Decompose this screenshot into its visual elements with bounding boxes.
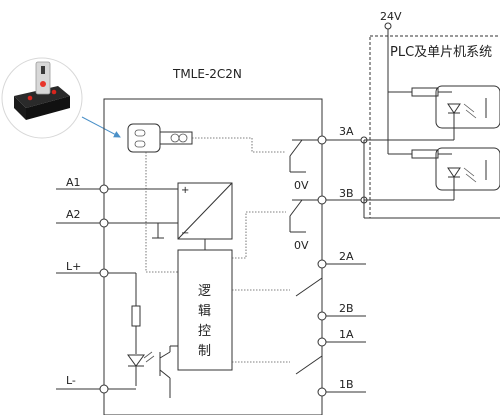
label-a2: A2 [66,208,81,221]
terminal-3b [317,195,327,205]
label-l-minus: L- [66,374,76,387]
switch-1 [295,342,323,392]
label-2a: 2A [339,250,354,263]
svg-text:−: − [181,228,189,239]
plc-region [369,35,500,219]
sensor-symbol [127,123,193,153]
sensor-product-photo [1,57,83,139]
terminal-2b [317,311,327,321]
plc-label: PLC及单片机系统 [390,45,492,60]
converter-block: + − [177,182,233,240]
terminal-a2 [99,218,109,228]
logic-char-1: 逻 [198,284,211,299]
switch-3b [289,199,322,233]
device-box [103,98,323,415]
label-2b: 2B [339,302,354,315]
phototransistor [159,345,178,398]
logic-block [177,249,233,371]
label-a1: A1 [66,176,81,189]
switch-3a [289,139,322,173]
terminal-a1 [99,184,109,194]
terminal-l-minus [99,384,109,394]
plc-input-channel-1 [364,36,500,141]
resistor [131,305,141,327]
label-1b: 1B [339,378,354,391]
terminal-2a [317,259,327,269]
ov-label-2: 0V [294,239,309,252]
logic-char-3: 控 [198,324,211,339]
svg-text:+: + [181,185,189,196]
logic-char-4: 制 [198,344,211,359]
terminal-3a [317,135,327,145]
label-3b: 3B [339,187,354,200]
supply-label: 24V [380,10,402,23]
label-3a: 3A [339,125,354,138]
label-1a: 1A [339,328,354,341]
led-symbol [127,351,155,367]
terminal-1a [317,337,327,347]
device-title: TMLE-2C2N [172,67,242,81]
label-l-plus: L+ [66,260,81,273]
terminal-1b [317,387,327,397]
ov-label-1: 0V [294,179,309,192]
terminal-l-plus [99,268,109,278]
pointer-arrow [81,116,121,138]
switch-2 [295,264,323,316]
plc-input-channel-2 [364,92,500,201]
logic-char-2: 辑 [198,304,211,319]
